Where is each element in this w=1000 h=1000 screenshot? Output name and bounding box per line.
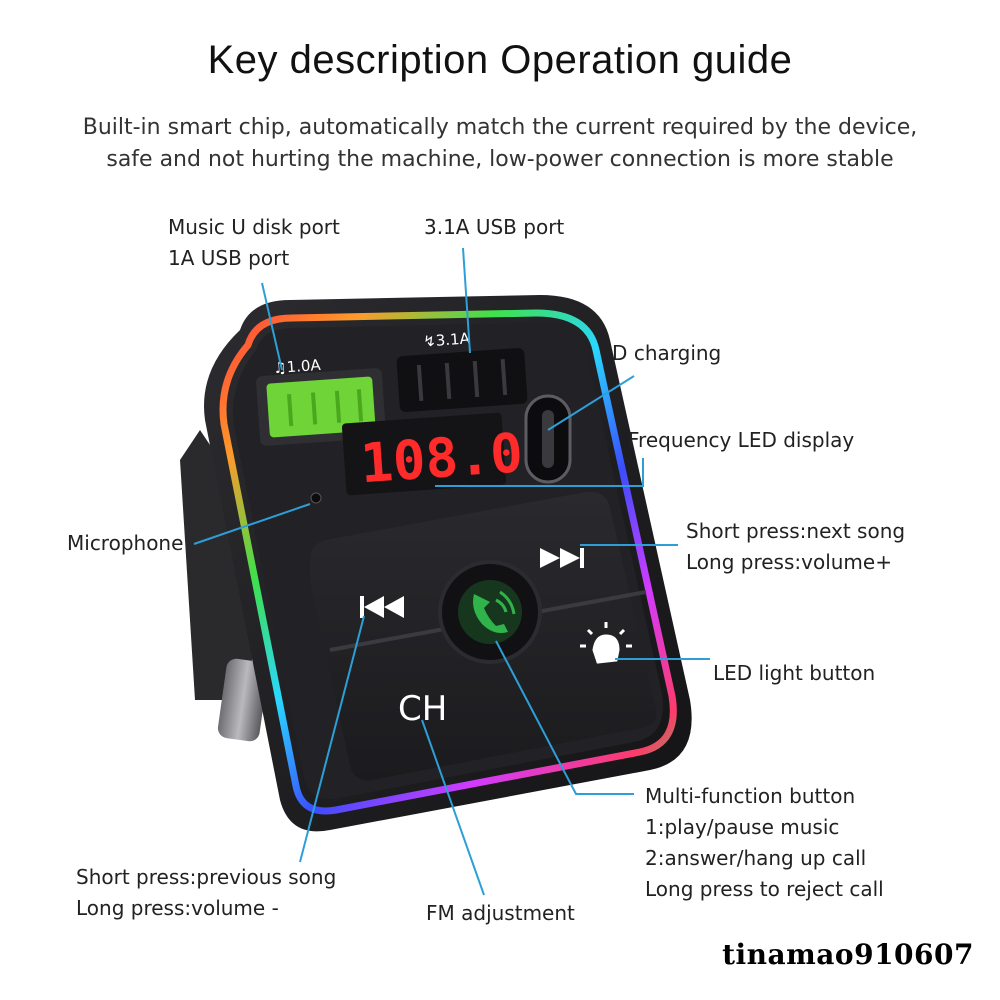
- page-subtitle: Built-in smart chip, automatically match…: [0, 112, 1000, 176]
- callout-multi: Multi-function button 1:play/pause music…: [645, 781, 884, 905]
- leader-freq: [435, 458, 644, 487]
- callout-next-line-2: Long press:volume+: [686, 550, 892, 574]
- frequency-display-value: 108.0: [358, 421, 525, 495]
- callout-multi-line-4: Long press to reject call: [645, 877, 884, 901]
- leader-fm: [421, 719, 485, 896]
- callout-usb31-text: 3.1A USB port: [424, 215, 565, 239]
- callout-music-port: Music U disk port 1A USB port: [168, 212, 340, 274]
- previous-icon: [364, 596, 404, 618]
- subtitle-line-2: safe and not hurting the machine, low-po…: [106, 147, 894, 172]
- watermark: tinamao910607: [722, 938, 974, 971]
- leader-pd: [547, 375, 635, 431]
- callout-multi-line-1: Multi-function button: [645, 784, 856, 808]
- usb-c-port: [524, 394, 572, 484]
- next-icon: [540, 548, 580, 568]
- led-light-button[interactable]: [580, 622, 632, 664]
- bulb-icon: [580, 622, 632, 664]
- multi-function-button[interactable]: [438, 560, 542, 664]
- callout-prev: Short press:previous song Long press:vol…: [76, 862, 336, 924]
- leader-mic: [193, 503, 311, 545]
- usb-port-31a: ↯3.1A: [396, 329, 528, 412]
- leader-multi: [495, 640, 634, 795]
- callout-freq-text: Frequency LED display: [628, 428, 855, 452]
- callout-pd: PD charging: [600, 338, 721, 369]
- callout-mic: Microphone: [67, 528, 183, 559]
- previous-button[interactable]: [360, 596, 404, 618]
- callout-pd-text: PD charging: [600, 341, 722, 365]
- callout-multi-line-2: 1:play/pause music: [645, 815, 840, 839]
- leader-music-port: [261, 282, 283, 371]
- subtitle-line-1: Built-in smart chip, automatically match…: [82, 115, 918, 140]
- callout-freq: Frequency LED display: [628, 425, 854, 456]
- callout-fm-text: FM adjustment: [426, 901, 575, 925]
- callout-next: Short press:next song Long press:volume+: [686, 516, 905, 578]
- callout-prev-line-2: Long press:volume -: [76, 896, 279, 920]
- callout-music-port-line-1: Music U disk port: [168, 215, 340, 239]
- page-title: Key description Operation guide: [207, 38, 793, 82]
- frequency-display: 108.0: [341, 412, 525, 495]
- callout-led-text: LED light button: [713, 661, 876, 685]
- leader-usb31: [462, 247, 471, 354]
- callout-prev-line-1: Short press:previous song: [76, 865, 337, 889]
- callout-mic-text: Microphone: [67, 531, 184, 555]
- callout-music-port-line-2: 1A USB port: [168, 246, 290, 270]
- callout-fm: FM adjustment: [426, 898, 575, 929]
- callout-multi-line-3: 2:answer/hang up call: [645, 846, 867, 870]
- callout-next-line-1: Short press:next song: [686, 519, 906, 543]
- phone-icon: [473, 590, 516, 633]
- port-1a-badge: ♫1.0A: [273, 356, 322, 377]
- rgb-light-ring: [219, 309, 677, 815]
- port-31a-badge: ↯3.1A: [423, 329, 472, 350]
- leader-prev: [299, 615, 365, 863]
- microphone-hole: [310, 492, 322, 504]
- callout-led: LED light button: [713, 658, 875, 689]
- next-button[interactable]: [540, 548, 584, 568]
- callout-usb31: 3.1A USB port: [424, 212, 564, 243]
- leader-lines: [193, 247, 710, 896]
